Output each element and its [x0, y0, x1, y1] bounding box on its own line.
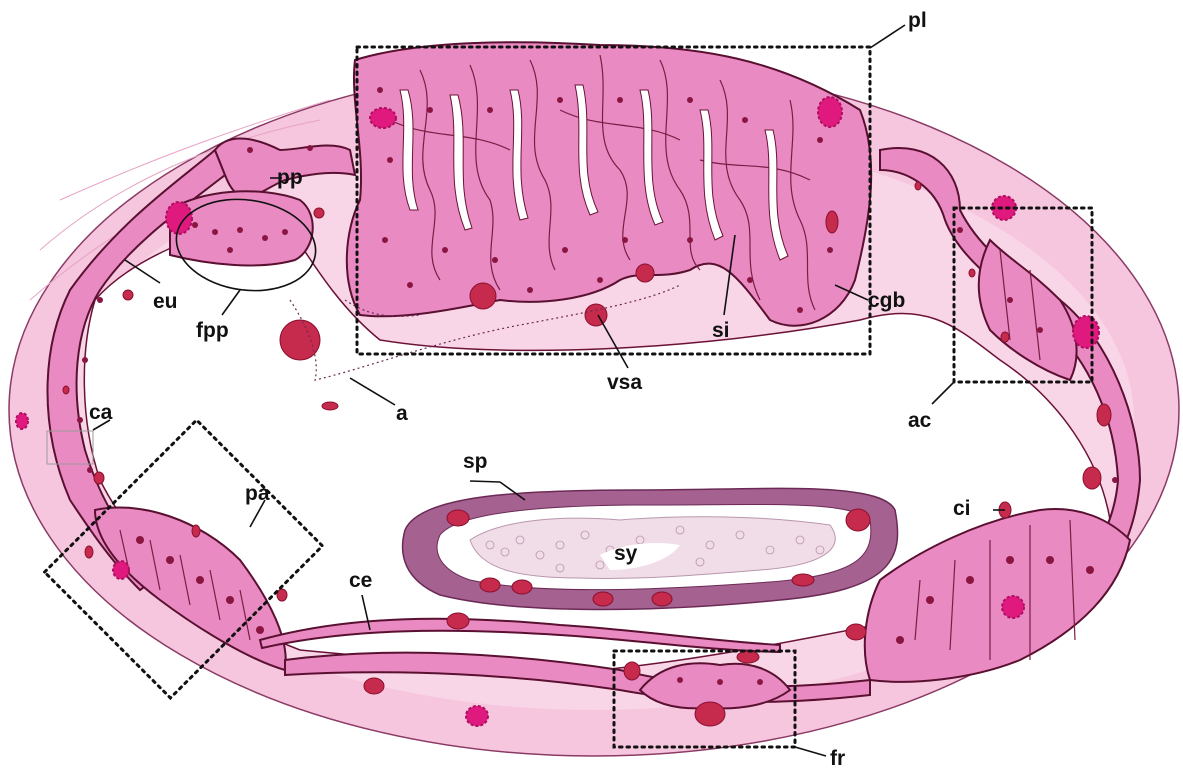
label-sp: sp: [463, 450, 488, 473]
label-pl: pl: [908, 9, 927, 32]
label-a: a: [396, 402, 408, 425]
placental-labyrinth: [347, 42, 871, 325]
label-pp: pp: [277, 166, 303, 189]
label-fr: fr: [830, 747, 845, 768]
label-si: si: [712, 319, 730, 342]
label-vsa: vsa: [607, 371, 642, 394]
label-sy: sy: [614, 542, 638, 565]
label-eu: eu: [153, 290, 178, 313]
label-ca: ca: [89, 401, 113, 424]
label-ci: ci: [953, 497, 971, 520]
label-ac: ac: [908, 409, 932, 432]
label-cgb: cgb: [868, 289, 905, 312]
label-ce: ce: [349, 569, 372, 592]
label-fpp: fpp: [196, 319, 229, 342]
label-pa: pa: [245, 482, 270, 505]
